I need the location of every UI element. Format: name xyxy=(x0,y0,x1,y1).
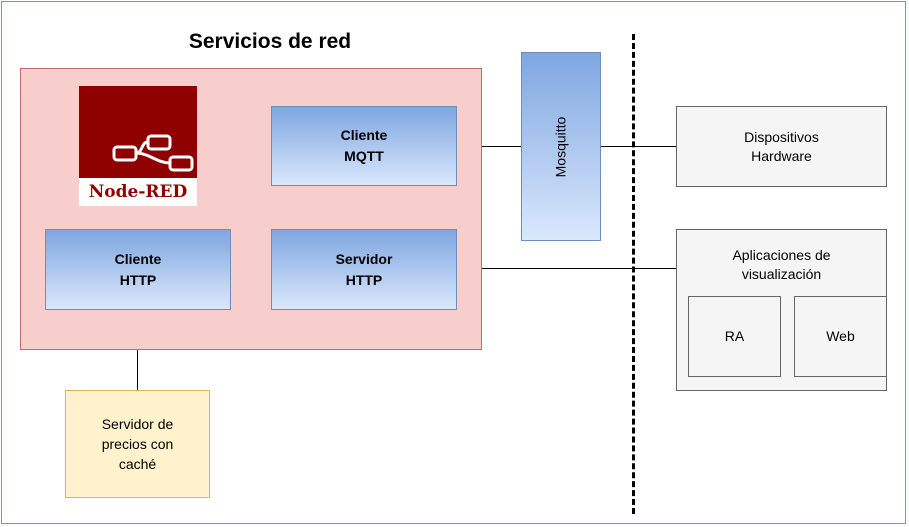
ra-box: RA xyxy=(688,296,781,377)
node-red-logo: Node-RED xyxy=(79,86,197,206)
servidor-http-box: Servidor HTTP xyxy=(271,229,457,310)
web-box: Web xyxy=(794,296,887,377)
line-cliente-servidor-precios xyxy=(137,310,138,390)
mosquitto-label: Mosquitto xyxy=(552,116,569,177)
cliente-mqtt-box: Cliente MQTT xyxy=(271,106,457,186)
cliente-mqtt-line2: MQTT xyxy=(344,148,384,164)
servidor-http-line2: HTTP xyxy=(345,271,383,288)
node-red-logo-text: Node-RED xyxy=(79,178,197,206)
servidor-precios-box: Servidor de precios con caché xyxy=(65,390,210,498)
aplicaciones-line1: Aplicaciones de xyxy=(732,247,831,263)
line-servidor-aplicaciones xyxy=(457,268,676,269)
dispositivos-hardware-box: Dispositivos Hardware xyxy=(676,106,887,187)
node-red-flow-icon xyxy=(112,134,194,172)
ra-label: RA xyxy=(724,328,745,344)
cliente-mqtt-line1: Cliente xyxy=(340,127,388,143)
servidor-precios-line2: precios con xyxy=(101,436,174,452)
line-mqtt-mosquitto xyxy=(457,146,521,147)
cliente-http-line2: HTTP xyxy=(119,271,157,288)
diagram-title: Servicios de red xyxy=(188,30,352,53)
line-mosquitto-dispositivos xyxy=(601,146,676,147)
dispositivos-line1: Dispositivos xyxy=(744,128,819,145)
servidor-precios-line3: caché xyxy=(118,456,157,472)
cliente-http-line1: Cliente xyxy=(114,250,162,267)
web-label: Web xyxy=(826,328,855,344)
servidor-precios-line1: Servidor de xyxy=(101,416,174,432)
mosquitto-box: Mosquitto xyxy=(521,52,601,241)
aplicaciones-line2: visualización xyxy=(741,266,822,282)
network-boundary-divider xyxy=(632,34,635,514)
cliente-http-box: Cliente HTTP xyxy=(45,229,231,310)
servidor-http-line1: Servidor xyxy=(335,250,393,267)
dispositivos-line2: Hardware xyxy=(751,147,812,164)
